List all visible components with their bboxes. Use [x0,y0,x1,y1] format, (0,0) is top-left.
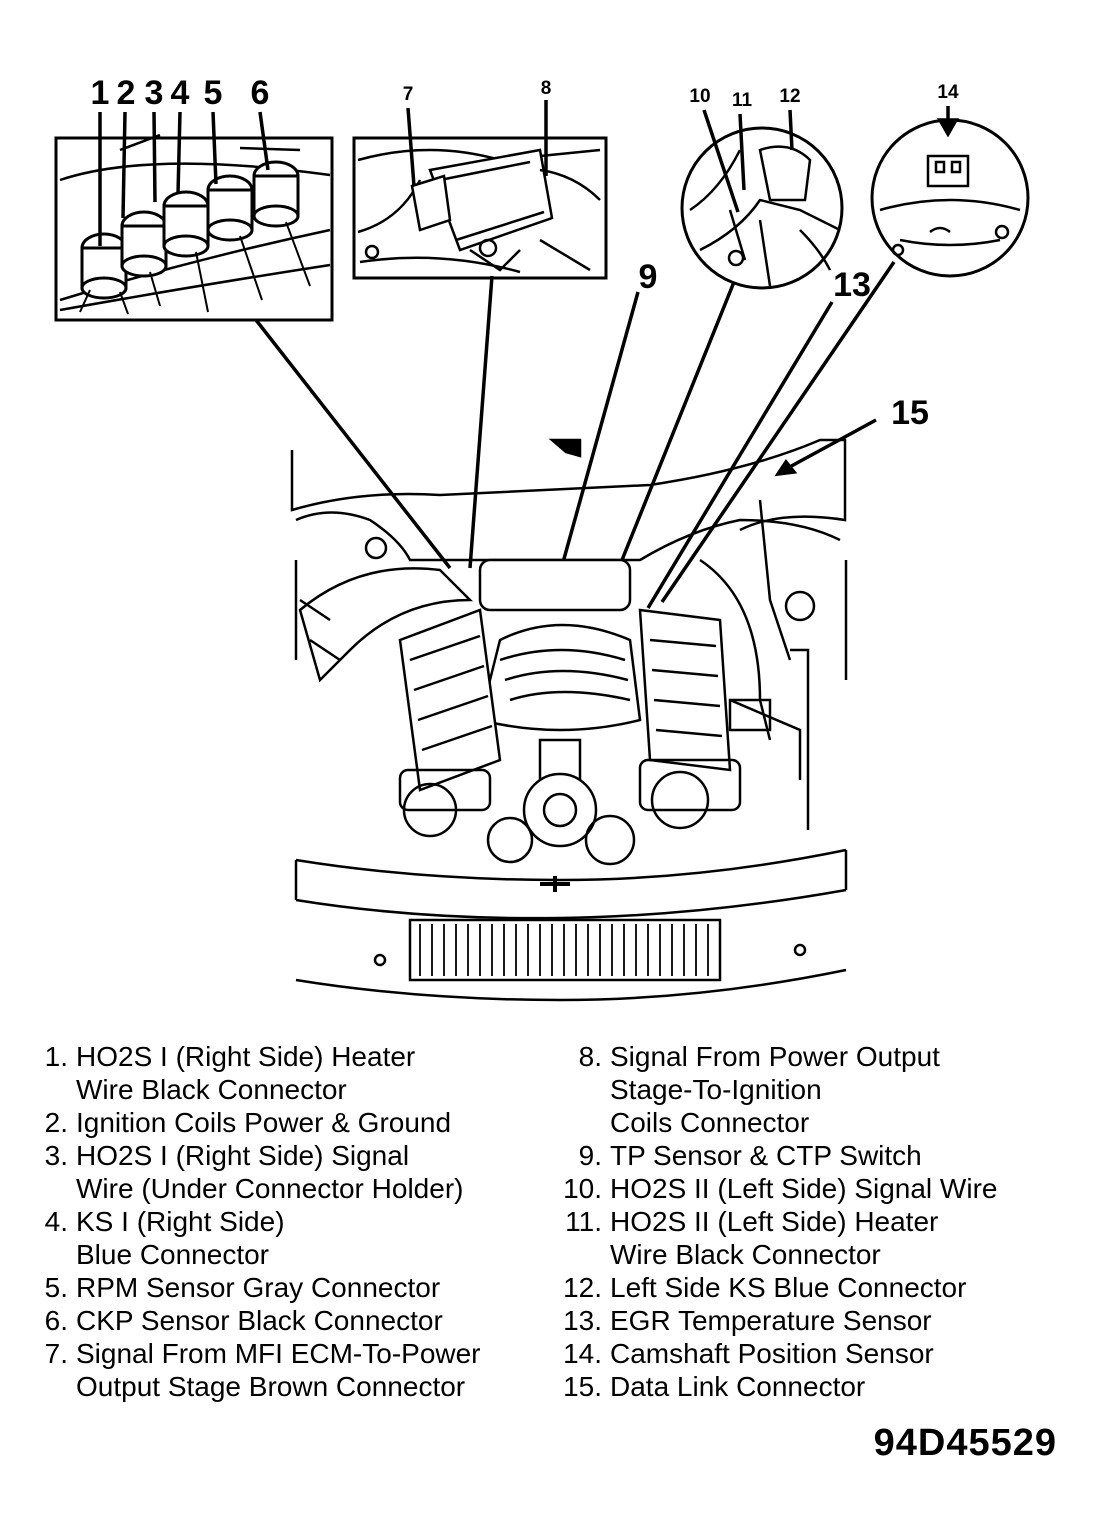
legend-item: 10. HO2S II (Left Side) Signal Wire [548,1172,1068,1205]
legend-item: 6. CKP Sensor Black Connector [28,1304,548,1337]
callout-10: 10 [689,86,710,107]
legend-text: Camshaft Position Sensor [610,1338,934,1369]
callout-8: 8 [541,78,552,99]
callout-numbers: 1 2 3 4 5 6 7 8 9 10 11 12 13 14 15 [91,74,959,432]
legend-text: EGR Temperature Sensor [610,1305,932,1336]
legend-number: 7. [44,1338,68,1369]
callout-13: 13 [833,266,871,304]
callout-14: 14 [937,82,959,103]
legend-item: 15. Data Link Connector [548,1370,1068,1403]
legend-item: 14. Camshaft Position Sensor [548,1337,1068,1370]
legend-item: 11. HO2S II (Left Side) Heater Wire Black… [548,1205,1068,1271]
legend-text: Left Side KS Blue Connector [610,1272,967,1303]
legend-number: 4. [44,1206,68,1237]
legend-text: CKP Sensor Black Connector [76,1305,443,1336]
legend-item: 1. HO2S I (Right Side) Heater Wire Black … [28,1040,548,1106]
callout-11: 11 [732,90,753,111]
inset-left-side-sensors [680,109,844,290]
callout-9: 9 [639,258,658,296]
legend-text: HO2S I (Right Side) Signal Wire (Under C… [76,1140,464,1204]
legend-text: Ignition Coils Power & Ground [76,1107,452,1138]
legend-number: 13. [563,1305,602,1336]
inset-power-output-stage [352,100,608,280]
legend-item: 9. TP Sensor & CTP Switch [548,1139,1068,1172]
legend-text: Signal From MFI ECM-To-Power Output Stag… [76,1338,481,1402]
legend-item: 13. EGR Temperature Sensor [548,1304,1068,1337]
legend-text: HO2S II (Left Side) Heater Wire Black Co… [610,1206,939,1270]
legend-number: 12. [563,1272,602,1303]
figure-code: 94D45529 [873,1422,1057,1464]
legend-number: 9. [578,1140,602,1171]
legend-item: 7. Signal From MFI ECM-To-Power Output St… [28,1337,548,1403]
engine-compartment-drawing [290,438,848,1002]
legend-item: 3. HO2S I (Right Side) Signal Wire (Under… [28,1139,548,1205]
legend-text: HO2S II (Left Side) Signal Wire [610,1173,998,1204]
inset-camshaft-sensor [870,106,1030,278]
legend-text: TP Sensor & CTP Switch [610,1140,922,1171]
callout-1: 1 [91,74,110,112]
legend-right-column: 8. Signal From Power Output Stage-To-Igni… [548,1040,1068,1403]
callout-12: 12 [779,86,800,107]
callout-2: 2 [117,74,136,112]
legend-item: 12. Left Side KS Blue Connector [548,1271,1068,1304]
legend-number: 6. [44,1305,68,1336]
legend-text: RPM Sensor Gray Connector [76,1272,441,1303]
legend-number: 2. [44,1107,68,1138]
legend-number: 3. [44,1140,68,1171]
callout-6: 6 [251,74,270,112]
legend-text: Data Link Connector [610,1371,866,1402]
legend-number: 15. [563,1371,602,1402]
legend-text: KS I (Right Side) Blue Connector [76,1206,285,1270]
legend-item: 5. RPM Sensor Gray Connector [28,1271,548,1304]
legend-item: 2. Ignition Coils Power & Ground [28,1106,548,1139]
callout-4: 4 [171,74,190,112]
leader-lines [254,261,896,609]
legend-left-column: 1. HO2S I (Right Side) Heater Wire Black … [28,1040,548,1403]
callout-5: 5 [204,74,223,112]
legend-number: 10. [563,1173,602,1204]
legend-number: 14. [563,1338,602,1369]
callout-3: 3 [145,74,164,112]
legend-number: 11. [565,1206,602,1237]
legend-number: 1. [44,1041,68,1072]
engine-compartment-diagram: 1 2 3 4 5 6 7 8 9 10 11 12 13 14 15 [54,74,1030,1002]
legend-number: 8. [578,1041,602,1072]
legend-number: 5. [44,1272,68,1303]
legend-item: 4. KS I (Right Side) Blue Connector [28,1205,548,1271]
legend-item: 8. Signal From Power Output Stage-To-Igni… [548,1040,1068,1139]
legend-text: Signal From Power Output Stage-To-Igniti… [610,1041,940,1138]
callout-7: 7 [403,84,414,105]
inset-ignition-coils [54,111,334,322]
callout-15: 15 [891,394,929,432]
legend-text: HO2S I (Right Side) Heater Wire Black Co… [76,1041,416,1105]
